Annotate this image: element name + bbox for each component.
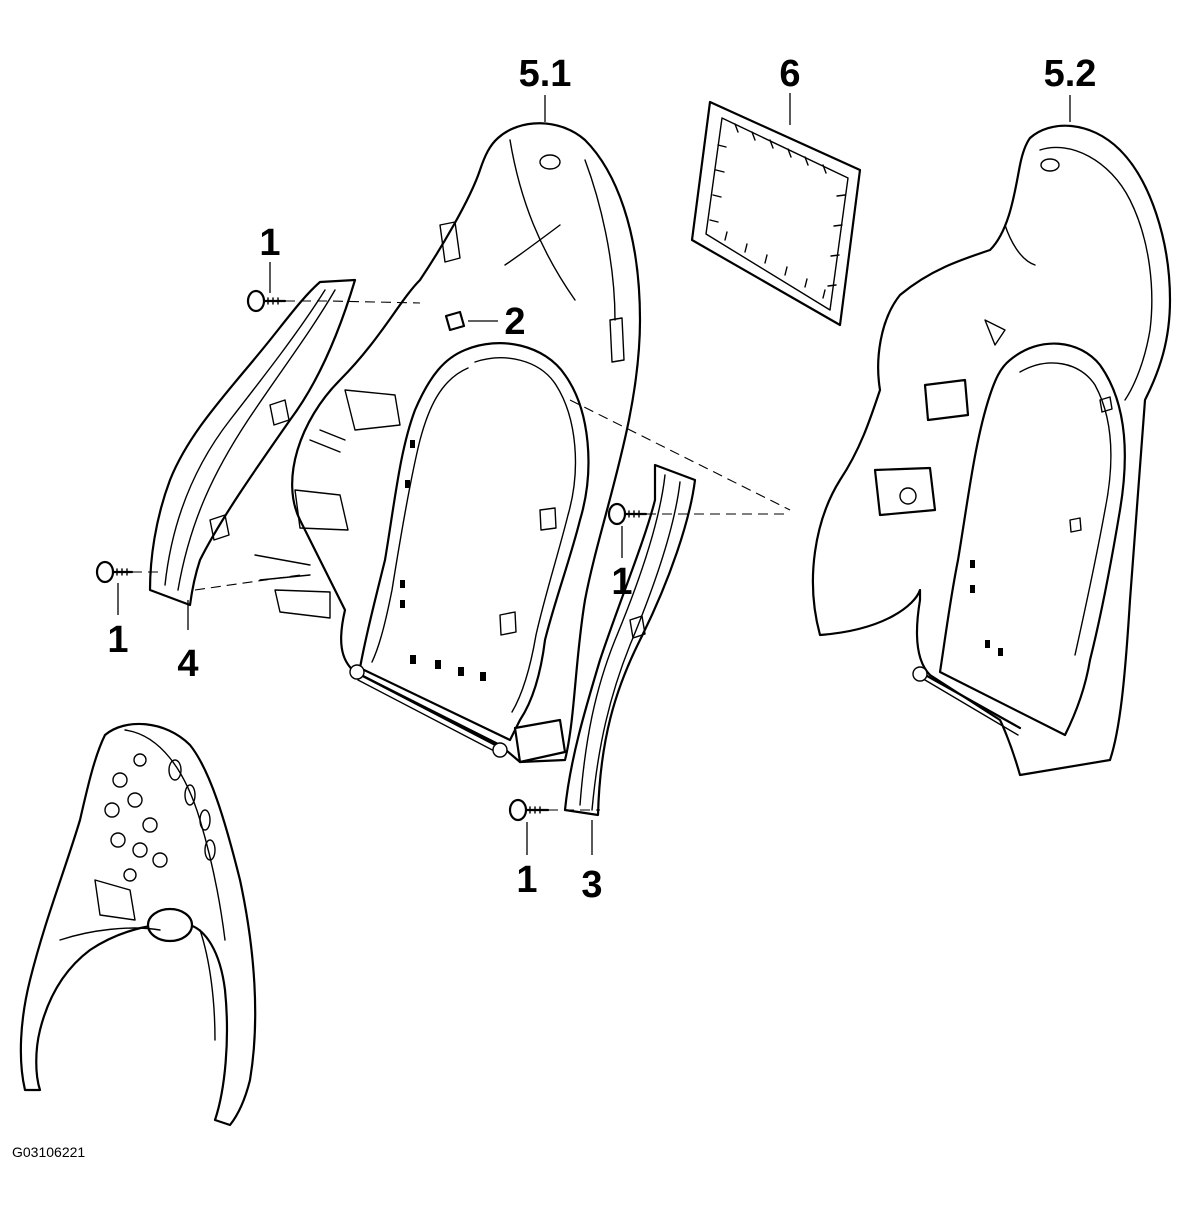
callout-5-2: 5.2 — [1044, 53, 1097, 95]
backrest-frame-part-5-1 — [254, 122, 642, 764]
side-trim-right-part-3 — [563, 463, 697, 817]
leader-lines — [117, 93, 1071, 855]
side-trim-left-part-4 — [148, 278, 357, 607]
callout-1-left: 1 — [107, 619, 128, 661]
figure-id: G03106221 — [12, 1144, 85, 1160]
screw-top — [246, 289, 287, 313]
screw-left — [95, 560, 134, 584]
padding-mat-part-6 — [690, 100, 862, 327]
callout-4: 4 — [177, 643, 198, 685]
callout-3: 3 — [581, 864, 602, 906]
callout-1-bottom: 1 — [516, 859, 537, 901]
callout-1-top: 1 — [259, 222, 280, 264]
frame-detail-view — [19, 722, 257, 1127]
callout-1-right: 1 — [611, 561, 632, 603]
callout-6: 6 — [779, 53, 800, 95]
screw-right — [607, 502, 648, 526]
callout-2: 2 — [504, 301, 525, 343]
callout-5-1: 5.1 — [519, 53, 572, 95]
backrest-shell-part-5-2 — [811, 124, 1172, 777]
screw-bottom — [508, 798, 550, 822]
